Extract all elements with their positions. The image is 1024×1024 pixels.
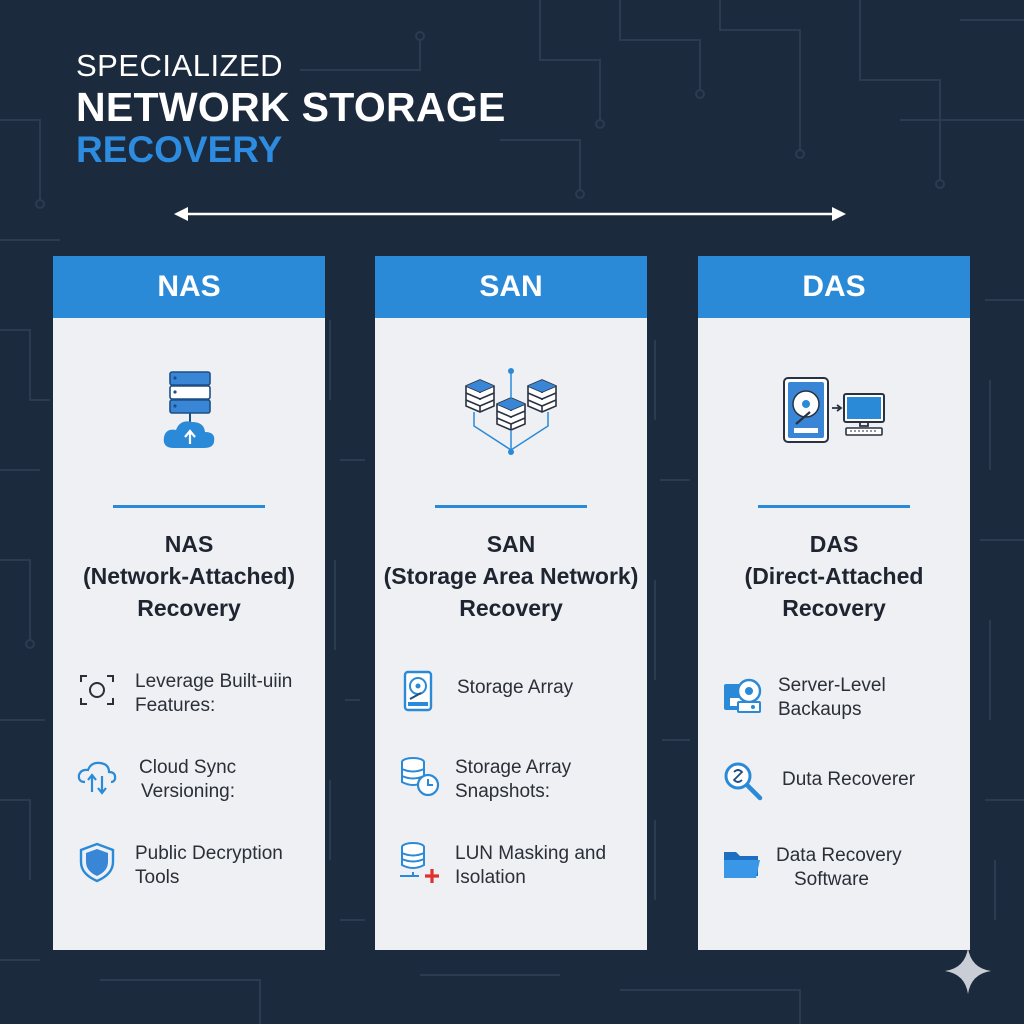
nas-feature-2: Cloud Sync Versioning: (53, 754, 325, 810)
double-arrow-icon (174, 207, 846, 221)
server-backup-icon (724, 678, 762, 713)
nas-header: NAS (53, 256, 325, 318)
nas-feature-3: Public Decryption Tools (53, 840, 325, 896)
san-card: SAN (375, 256, 647, 950)
title-line-1: SPECIALIZED (76, 48, 284, 83)
database-plus-icon (400, 842, 439, 883)
san-feature-1: Storage Array (375, 668, 647, 724)
das-feature-1: Server-Level Backaups (698, 672, 970, 728)
title-line-3: RECOVERY (76, 129, 283, 170)
hard-drive-icon (403, 670, 433, 712)
das-header: DAS (698, 256, 970, 318)
folder-icon (724, 852, 760, 878)
storage-network-icon (465, 368, 557, 455)
san-header: SAN (375, 256, 647, 318)
das-title: DAS (Direct-Attached Recovery (744, 531, 924, 621)
san-title: SAN (Storage Area Network) Recovery (383, 531, 639, 621)
server-cloud-icon (163, 371, 215, 448)
title-block: SPECIALIZED NETWORK STORAGE RECOVERY (76, 48, 506, 170)
nas-divider (113, 505, 265, 508)
scan-icon (80, 675, 114, 705)
das-feature-3: Data Recovery Software (698, 842, 970, 898)
shield-icon (79, 842, 115, 883)
drive-computer-icon (783, 377, 885, 443)
nas-feature-1: Leverage Built-uiin Features: (53, 668, 325, 724)
sparkle-icon (945, 948, 991, 994)
das-feature-2: Duta Recoverer (698, 758, 970, 814)
title-line-2: NETWORK STORAGE (76, 84, 506, 130)
magnifier-icon (724, 762, 763, 801)
database-clock-icon (401, 757, 440, 797)
nas-title: NAS (Network-Attached) Recovery (82, 531, 296, 621)
san-feature-3: LUN Masking and Isolation (375, 840, 647, 896)
das-divider (758, 505, 910, 508)
san-feature-2: Storage Array Snapshots: (375, 754, 647, 810)
san-divider (435, 505, 587, 508)
das-card: DAS DAS (Direct-Attached Recovery (698, 256, 970, 950)
cloud-sync-icon (77, 761, 117, 795)
nas-card: NAS NAS (Network-Attached) Recovery L (53, 256, 325, 950)
